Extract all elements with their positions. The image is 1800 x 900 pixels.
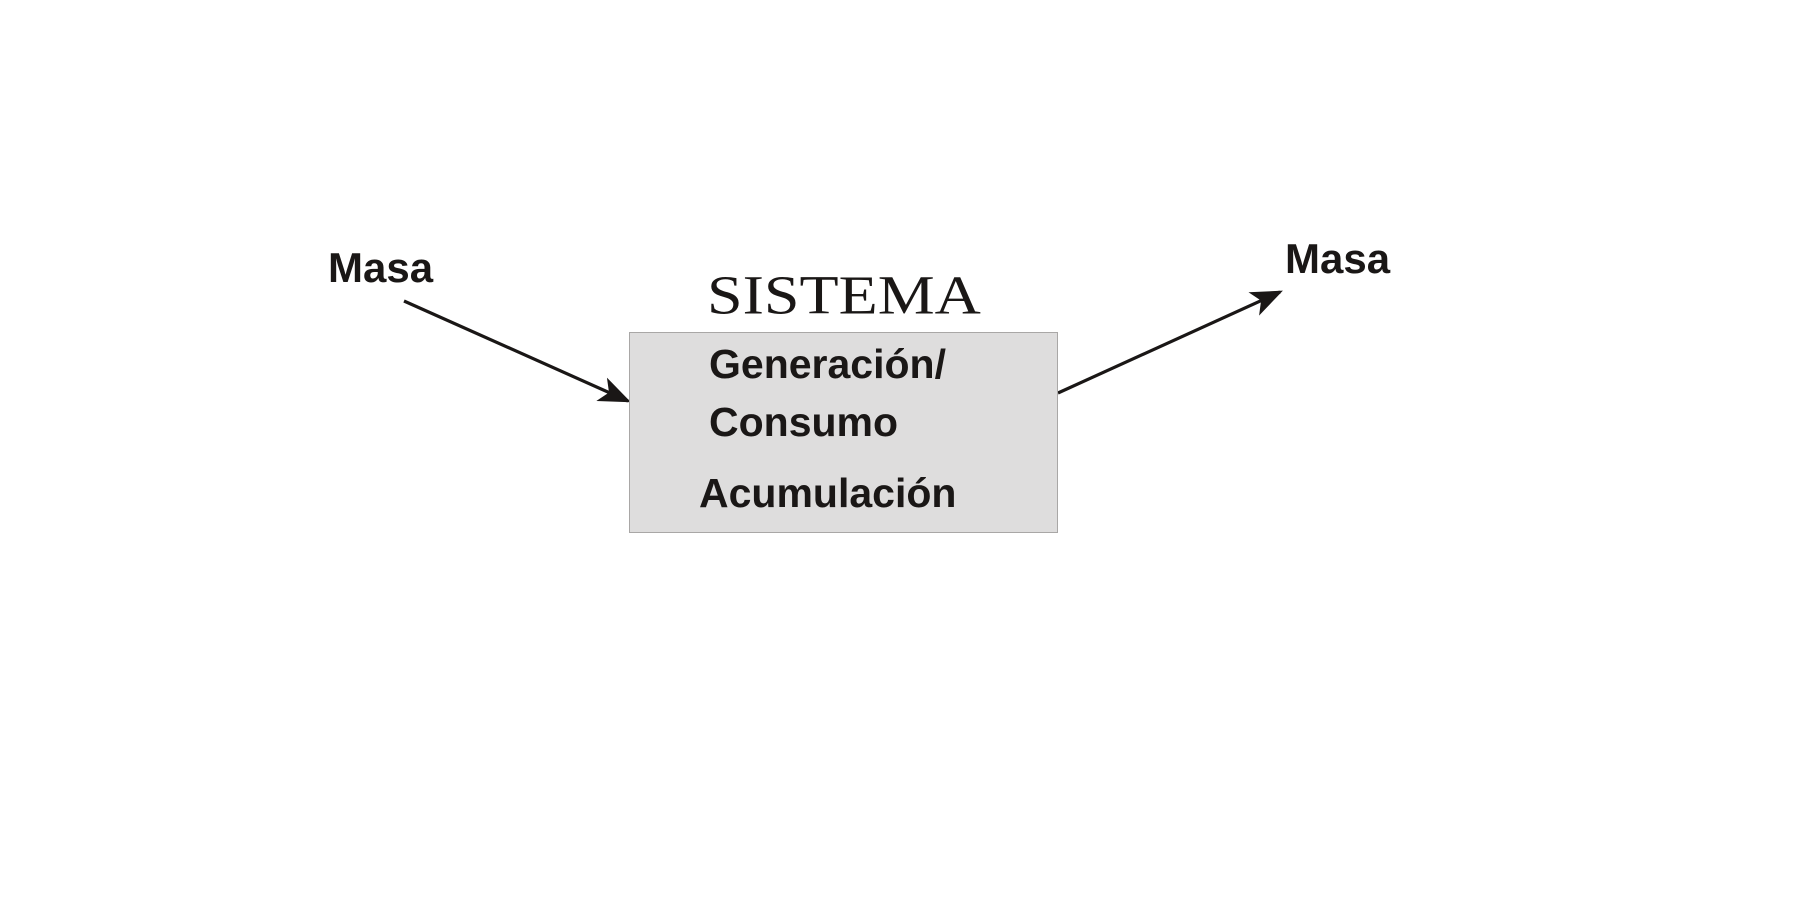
system-box: Generación/ Consumo Acumulación [629,332,1058,533]
output-mass-label: Masa [1285,235,1391,282]
generation-label: Generación/ [709,341,946,387]
output-arrow [1057,290,1283,395]
input-arrow [403,299,631,403]
accumulation-label: Acumulación [699,470,957,516]
consumption-label: Consumo [709,399,899,445]
input-mass-label: Masa [328,244,434,291]
system-title: SISTEMA [707,264,981,326]
